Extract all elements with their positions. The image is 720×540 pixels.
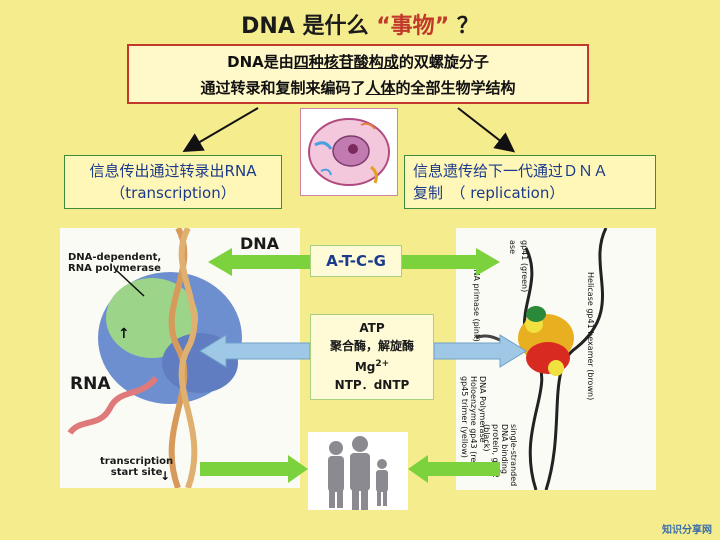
enzymes-label: 聚合酶，解旋酶 xyxy=(329,339,414,353)
ssdna-label: single-stranded DNA binding protein, gp3… xyxy=(482,424,518,487)
definition-line-1: DNA是由四种核苷酸构成的双螺旋分子 xyxy=(227,53,489,71)
transcription-line-2: （transcription） xyxy=(110,184,236,202)
arrow-to-replication xyxy=(457,107,516,153)
rna-strand xyxy=(67,375,159,435)
helicase-label: Helicase gp41 hexamer (brown) xyxy=(586,272,595,401)
bases-box: A-T-C-G xyxy=(310,245,402,277)
watermark-logo: 知识分享网 xyxy=(662,525,712,536)
green-arrow-to-family-right xyxy=(408,455,500,483)
green-arrow-to-family-left xyxy=(200,455,308,483)
gp41-green-label: gp41 (green) xyxy=(520,240,529,293)
family-silhouette-icon xyxy=(328,436,388,510)
transcription-box: 信息传出通过转录出RNA （transcription） xyxy=(64,155,282,209)
ntp-label: NTP．dNTP xyxy=(334,378,410,392)
replication-fork-illustration xyxy=(475,227,608,491)
title-quote-close: ” xyxy=(434,14,450,39)
dna-strand-b xyxy=(178,226,198,490)
arrow-to-transcription xyxy=(182,107,259,153)
cell-icon xyxy=(308,118,390,186)
green-arrow-right-top xyxy=(402,248,500,276)
replication-box: 信息遗传给下一代通过ＤＮＡ 复制 （ replication） xyxy=(404,155,656,209)
replication-line-1: 信息遗传给下一代通过ＤＮＡ xyxy=(413,162,609,180)
blue-arrow-left xyxy=(199,334,311,368)
definition-line-2: 通过转录和复制来编码了人体的全部生物学结构 xyxy=(200,79,516,97)
title-quote-open: “ xyxy=(376,14,391,39)
transcription-line-1: 信息传出通过转录出RNA xyxy=(89,162,257,180)
rna-label: RNA xyxy=(70,374,111,394)
reaction-components-box: ATP 聚合酶，解旋酶 Mg2+ NTP．dNTP xyxy=(310,314,434,400)
dna-label: DNA xyxy=(240,234,280,253)
svg-text:↑: ↑ xyxy=(118,326,130,342)
replication-line-2: 复制 （ replication） xyxy=(413,184,565,202)
definition-box: DNA是由四种核苷酸构成的双螺旋分子 通过转录和复制来编码了人体的全部生物学结构 xyxy=(127,44,589,104)
transcription-start-label: transcription start site xyxy=(100,456,174,478)
primase-cut-label: ase xyxy=(508,240,517,254)
cell-image xyxy=(300,108,398,196)
title-lead: DNA 是什么 xyxy=(241,14,377,39)
page-title: DNA 是什么 “事物” ？ xyxy=(0,8,720,40)
atp-label: ATP xyxy=(359,321,385,335)
family-image xyxy=(308,432,408,510)
polymerase-illustration: ↑ ↓ xyxy=(67,226,242,490)
svg-text:↓: ↓ xyxy=(160,469,170,483)
green-arrow-left-top xyxy=(208,248,310,276)
title-quoted-word: 事物 xyxy=(390,14,435,39)
blue-arrow-right xyxy=(433,334,527,368)
dna-polymerase-label: DNA Polymerase Holoenzyme gp43 (red), gp… xyxy=(460,376,487,473)
mg-label: Mg2+ xyxy=(354,359,390,374)
title-question: ？ xyxy=(449,14,479,39)
primase-label: RNA primase (pink) xyxy=(472,264,481,342)
polymerase-label: DNA-dependent, RNA polymerase xyxy=(68,252,162,274)
